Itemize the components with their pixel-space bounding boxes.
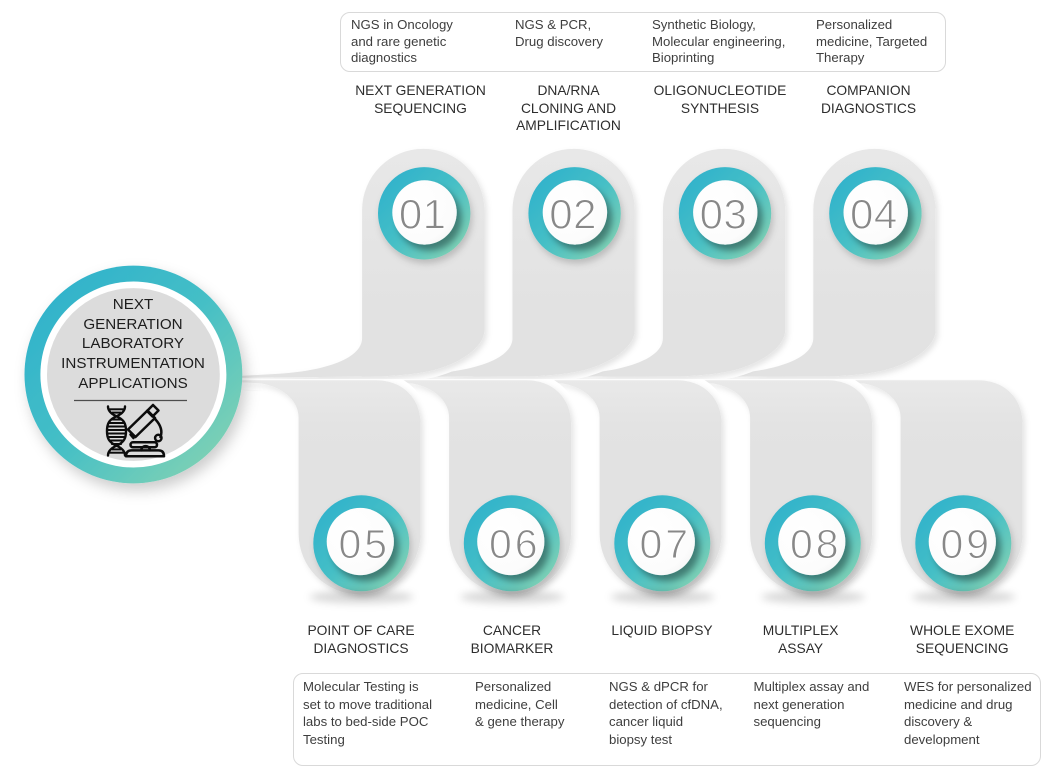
svg-text:02: 02 — [549, 190, 597, 237]
svg-text:06: 06 — [489, 521, 541, 567]
svg-text:09: 09 — [940, 521, 992, 567]
svg-text:01: 01 — [399, 190, 447, 237]
svg-text:07: 07 — [639, 521, 691, 567]
svg-text:08: 08 — [790, 521, 842, 567]
svg-text:04: 04 — [850, 190, 898, 237]
svg-text:05: 05 — [338, 521, 390, 567]
svg-text:03: 03 — [700, 190, 748, 237]
